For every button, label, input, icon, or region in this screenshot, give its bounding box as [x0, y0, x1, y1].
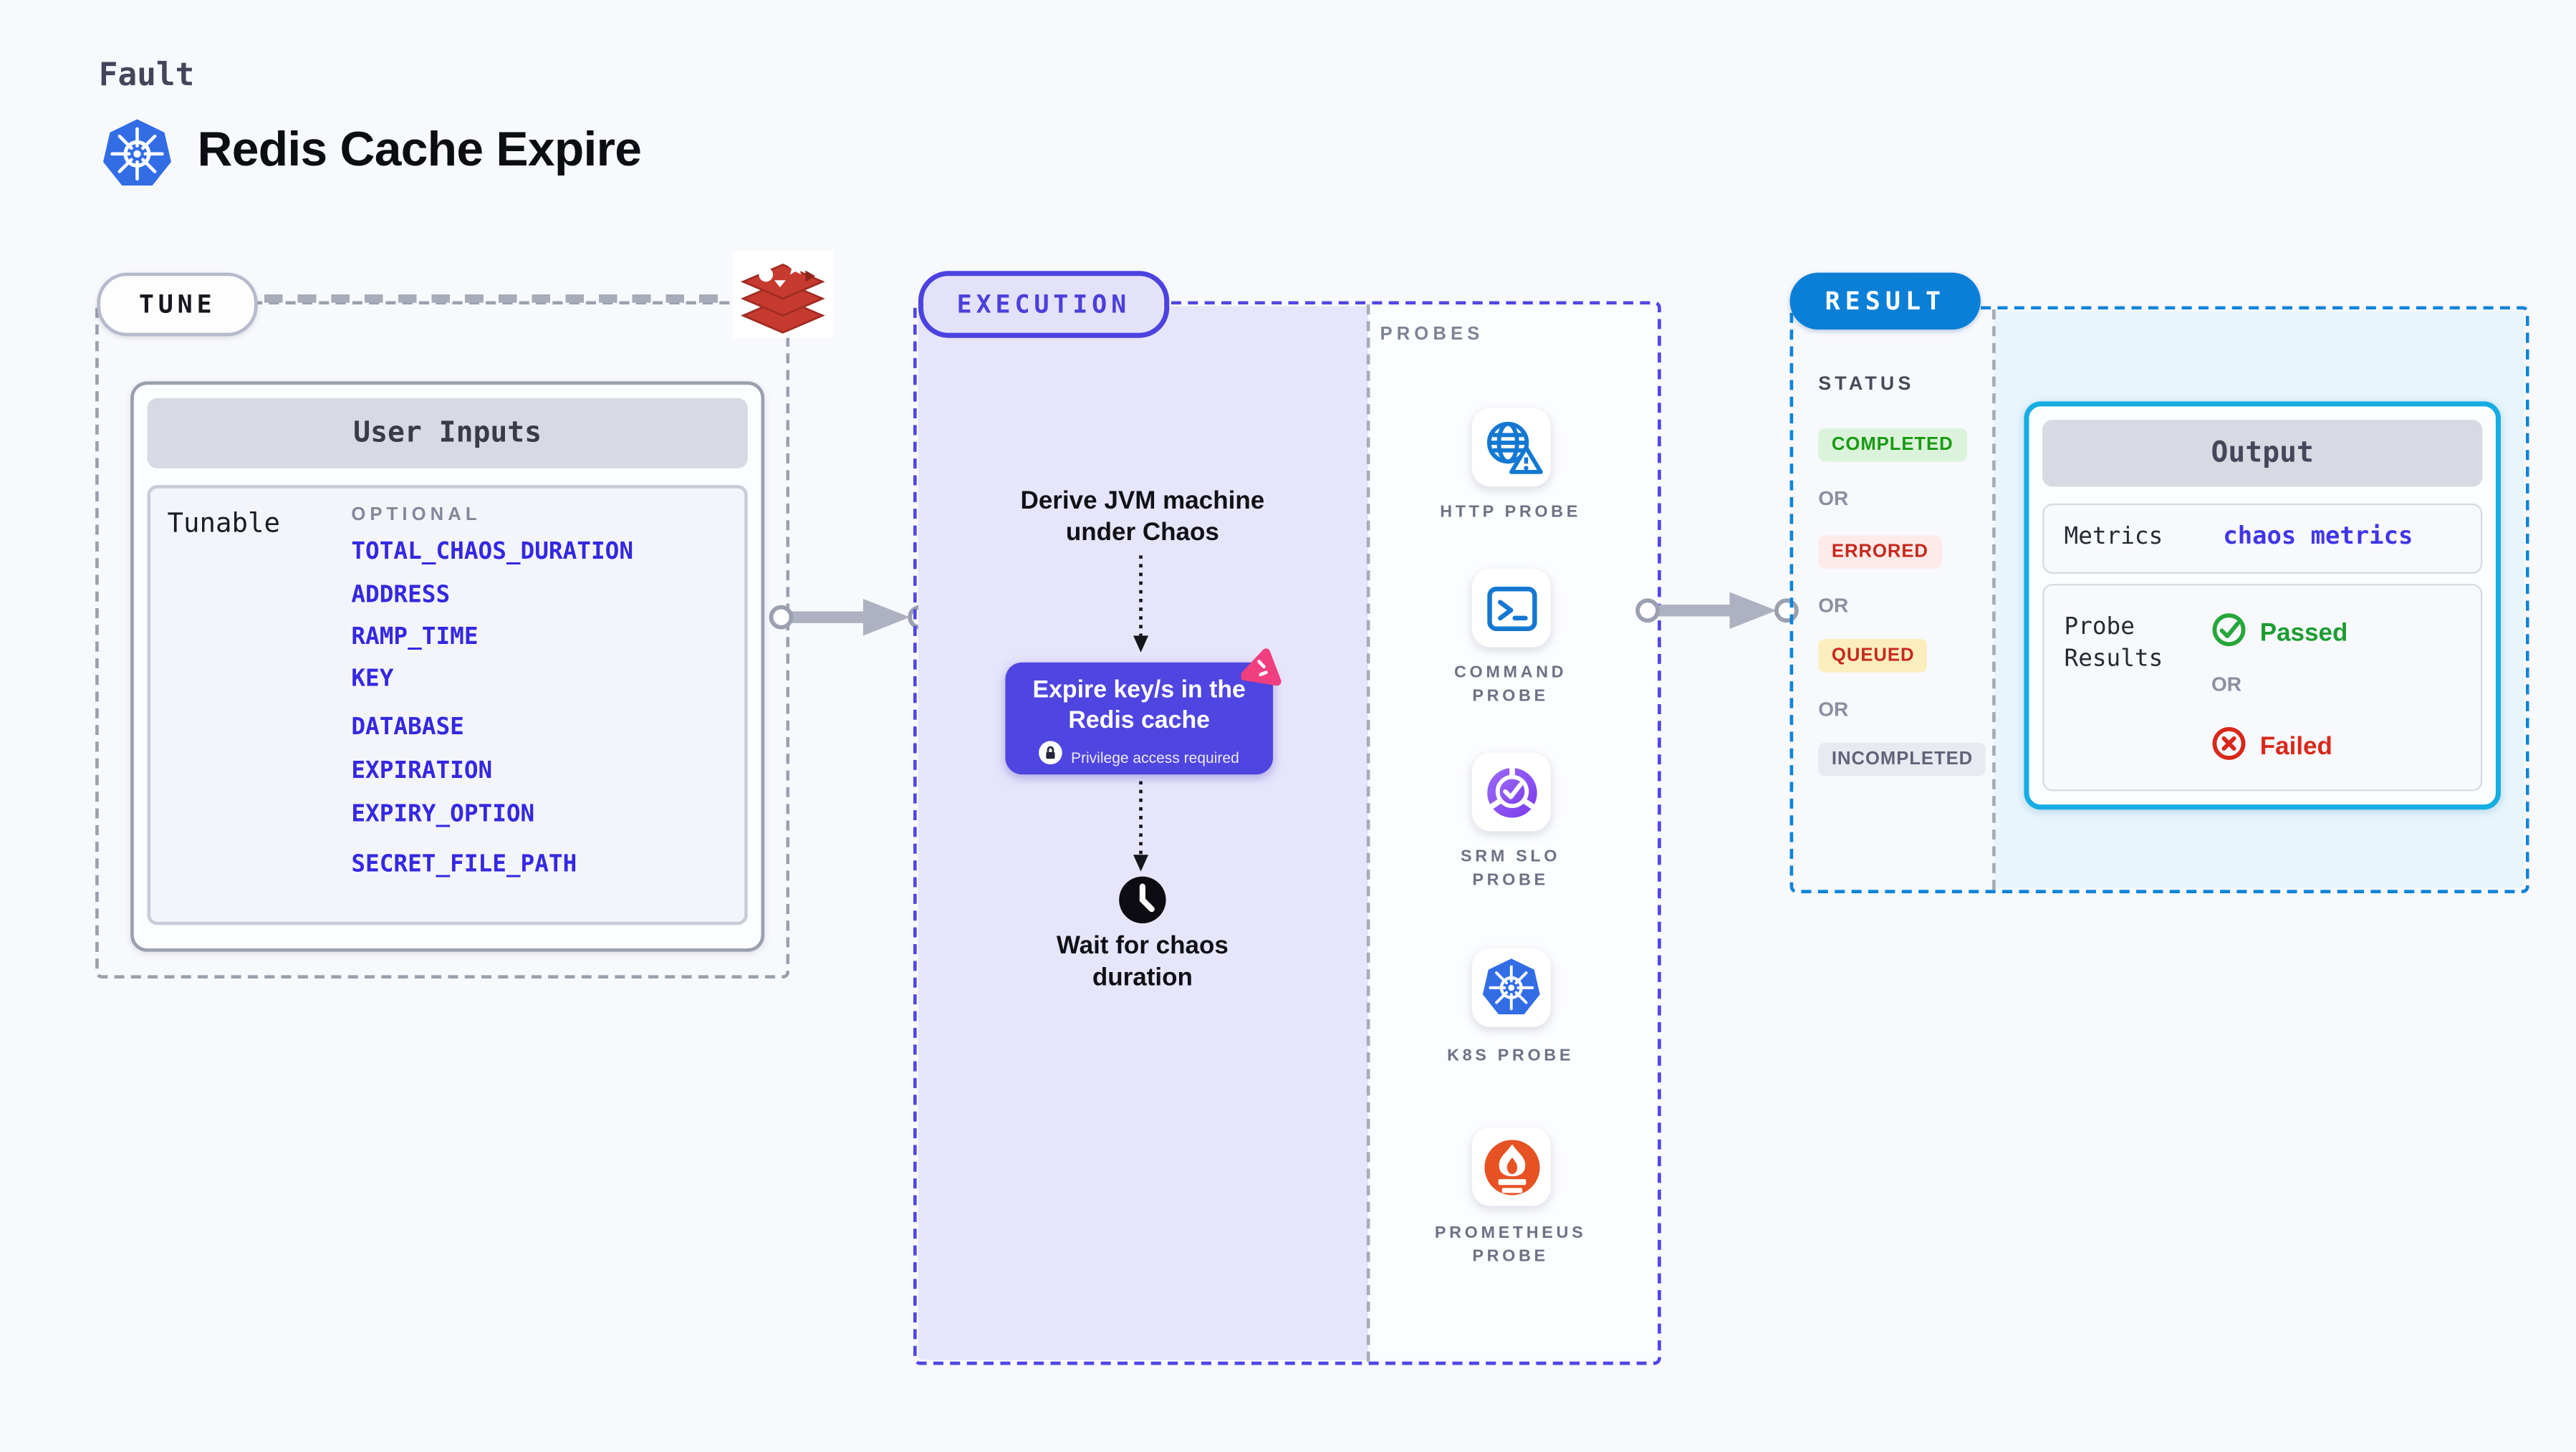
user-inputs-panel: Tunable OPTIONAL TOTAL_CHAOS_DURATION AD… — [147, 485, 748, 925]
status-or-label: OR — [1818, 486, 1849, 511]
status-output-divider — [1992, 309, 1996, 890]
result-section-pill: RESULT — [1789, 272, 1981, 330]
status-badge-completed: COMPLETED — [1818, 428, 1967, 462]
clock-icon — [1118, 875, 1168, 925]
wait-step-text: Wait for chaos duration — [1056, 931, 1229, 992]
status-badge-incompleted: INCOMPLETED — [1818, 742, 1986, 777]
lock-icon — [1039, 741, 1063, 772]
tunable-row-label: Tunable — [167, 506, 280, 539]
failed-x-icon — [2211, 726, 2246, 767]
k8s-probe-icon — [1471, 948, 1551, 1027]
passed-check-icon — [2211, 612, 2246, 654]
failed-label: Failed — [2259, 732, 2332, 761]
param-expiration: EXPIRATION — [351, 757, 493, 785]
output-title: Output — [2042, 420, 2483, 487]
prometheus-probe-label: PROMETHEUS PROBE — [1434, 1224, 1587, 1266]
k8s-probe-label: K8S PROBE — [1447, 1047, 1575, 1066]
execution-flow-zone — [918, 306, 1369, 1360]
tune-to-redis-connector — [264, 294, 740, 303]
derive-step-text: Derive JVM machine under Chaos — [1020, 486, 1265, 547]
fault-kind-label: Fault — [98, 57, 195, 94]
optional-group-label: OPTIONAL — [351, 505, 481, 526]
srm-slo-probe-icon — [1471, 752, 1551, 832]
probes-column-label: PROBES — [1380, 324, 1484, 345]
metrics-row: Metrics chaos metrics — [2042, 503, 2483, 574]
status-column-label: STATUS — [1818, 375, 1915, 395]
execution-probes-divider — [1366, 304, 1370, 1362]
output-card: Output Metrics chaos metrics Probe Resul… — [2024, 401, 2501, 810]
metrics-value: chaos metrics — [2223, 523, 2413, 551]
execution-section-pill: EXECUTION — [918, 271, 1169, 338]
command-probe-label: COMMAND PROBE — [1453, 664, 1567, 706]
tune-section-pill: TUNE — [97, 272, 258, 337]
chaos-icon — [1239, 645, 1285, 689]
user-inputs-title: User Inputs — [147, 398, 748, 468]
param-address: ADDRESS — [351, 582, 451, 609]
status-badge-errored: ERRORED — [1818, 535, 1942, 569]
redis-icon — [732, 251, 833, 338]
page-title: Redis Cache Expire — [197, 123, 642, 178]
tune-to-execution-arrow — [769, 598, 933, 636]
status-badge-queued: QUEUED — [1818, 639, 1928, 673]
fault-step-title: Expire key/s in the Redis cache — [1032, 677, 1246, 735]
user-inputs-card: User Inputs Tunable OPTIONAL TOTAL_CHAOS… — [130, 381, 765, 952]
privilege-note: Privilege access required — [1070, 748, 1239, 766]
http-probe-label: HTTP PROBE — [1440, 503, 1581, 522]
tune-section-box — [95, 301, 790, 979]
param-database: DATABASE — [351, 714, 464, 741]
param-total-chaos-duration: TOTAL_CHAOS_DURATION — [351, 538, 634, 566]
probe-results-label: Probe Results — [2064, 613, 2163, 673]
status-or-label: OR — [1818, 697, 1849, 721]
param-key: KEY — [351, 665, 394, 693]
param-expiry-option: EXPIRY_OPTION — [351, 801, 535, 828]
execution-to-result-arrow — [1635, 592, 1799, 629]
probe-results-or-label: OR — [2211, 672, 2242, 696]
status-or-label: OR — [1818, 593, 1849, 617]
command-probe-icon — [1471, 568, 1551, 648]
probe-results-row: Probe Results Passed OR — [2042, 583, 2483, 792]
http-probe-icon — [1471, 408, 1551, 487]
param-ramp-time: RAMP_TIME — [351, 623, 479, 651]
fault-step-card: Expire key/s in the Redis cache Privileg… — [1005, 662, 1274, 775]
srm-slo-probe-label: SRM SLO PROBE — [1461, 847, 1561, 890]
prometheus-probe-icon — [1471, 1127, 1551, 1206]
passed-label: Passed — [2259, 618, 2348, 648]
param-secret-file-path: SECRET_FILE_PATH — [351, 851, 577, 878]
kubernetes-icon — [100, 117, 174, 191]
dotted-arrow-down-1 — [1133, 555, 1149, 653]
metrics-label: Metrics — [2064, 523, 2163, 551]
dotted-arrow-down-2 — [1133, 781, 1149, 872]
